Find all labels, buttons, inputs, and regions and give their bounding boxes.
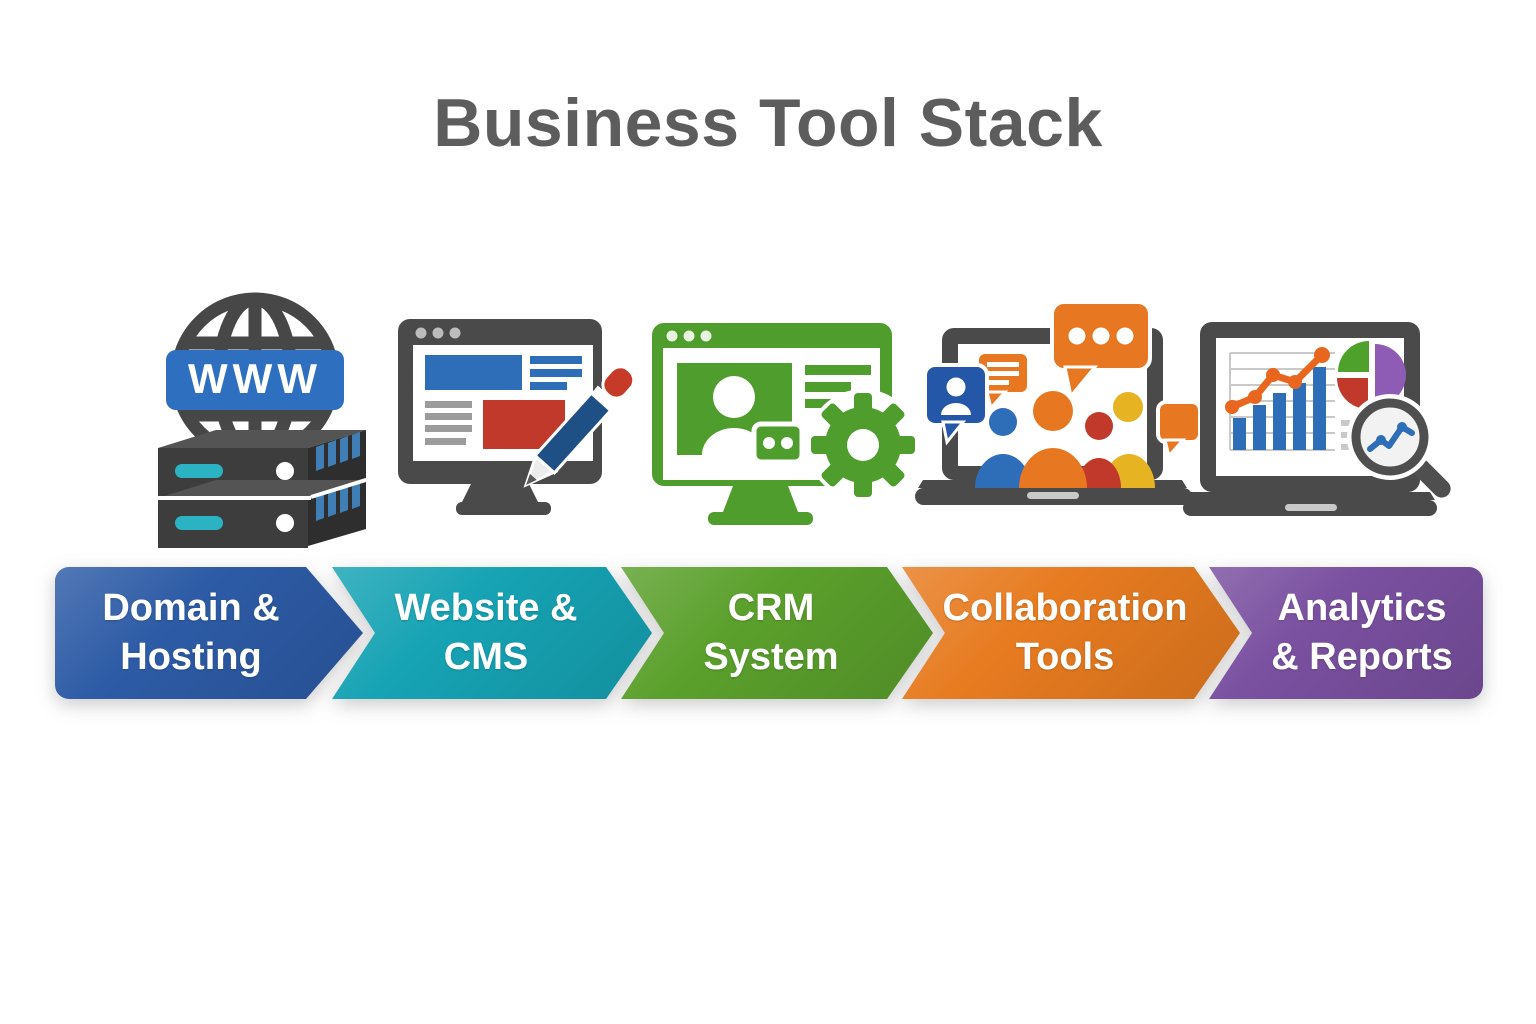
collaboration-tools-icon (915, 292, 1200, 527)
www-badge: WWW (166, 350, 344, 410)
bar-line-chart-icon (1225, 347, 1335, 451)
stage-label: Collaboration Tools (943, 584, 1188, 683)
stage-label-line2: Hosting (120, 636, 262, 678)
stage-label-line1: Collaboration (942, 586, 1188, 629)
stage-label-line1: Website & (394, 586, 578, 629)
stage-label-line2: CMS (443, 636, 529, 678)
stage-label-line2: System (703, 636, 839, 678)
stage-label: Website & CMS (394, 584, 577, 683)
stage-segment-analytics-reports: Analytics & Reports (1209, 567, 1483, 699)
chat-bubble-dots-icon (1050, 300, 1152, 400)
gear-icon (807, 389, 919, 501)
monitor-contact-gear-icon (652, 323, 919, 525)
crm-system-icon (648, 316, 923, 528)
pencil-icon (523, 365, 636, 488)
pie-chart-icon (1337, 341, 1406, 409)
analytics-reports-icon (1183, 320, 1483, 545)
globe-www-server-icon: WWW (155, 292, 370, 548)
stage-label: Analytics & Reports (1271, 584, 1453, 683)
website-cms-icon (398, 312, 648, 524)
stage-segment-website-cms: Website & CMS (332, 567, 652, 699)
stage-label: CRM System (703, 584, 838, 683)
people-group-icon (975, 391, 1155, 488)
stage-label-line2: & Reports (1271, 636, 1453, 678)
page-title: Business Tool Stack (433, 85, 1103, 161)
laptop-charts-magnifier-icon (1183, 322, 1451, 516)
stage-segment-crm-system: CRM System (621, 567, 933, 699)
stage-label-line1: Domain & (102, 586, 280, 629)
domain-hosting-icon: WWW (133, 283, 388, 555)
chat-bubble-person-icon (923, 363, 989, 446)
laptop-people-chat-icon (915, 300, 1200, 505)
stage-label-line2: Tools (1015, 636, 1115, 678)
magnifier-icon (1347, 394, 1451, 498)
stage-segment-collaboration-tools: Collaboration Tools (902, 567, 1240, 699)
stage-label-line1: CRM (727, 586, 815, 629)
contact-avatar-icon (713, 376, 755, 418)
stage-segment-domain-hosting: Domain & Hosting (55, 567, 363, 699)
www-badge-text: WWW (188, 355, 322, 402)
stage-label: Domain & Hosting (102, 584, 279, 683)
server-stack-icon (155, 430, 370, 548)
stage-label-line1: Analytics (1277, 586, 1447, 629)
monitor-pencil-icon (398, 319, 636, 515)
chat-bubbles-icon (923, 300, 1200, 460)
chat-bubble-small-icon (1156, 400, 1200, 460)
